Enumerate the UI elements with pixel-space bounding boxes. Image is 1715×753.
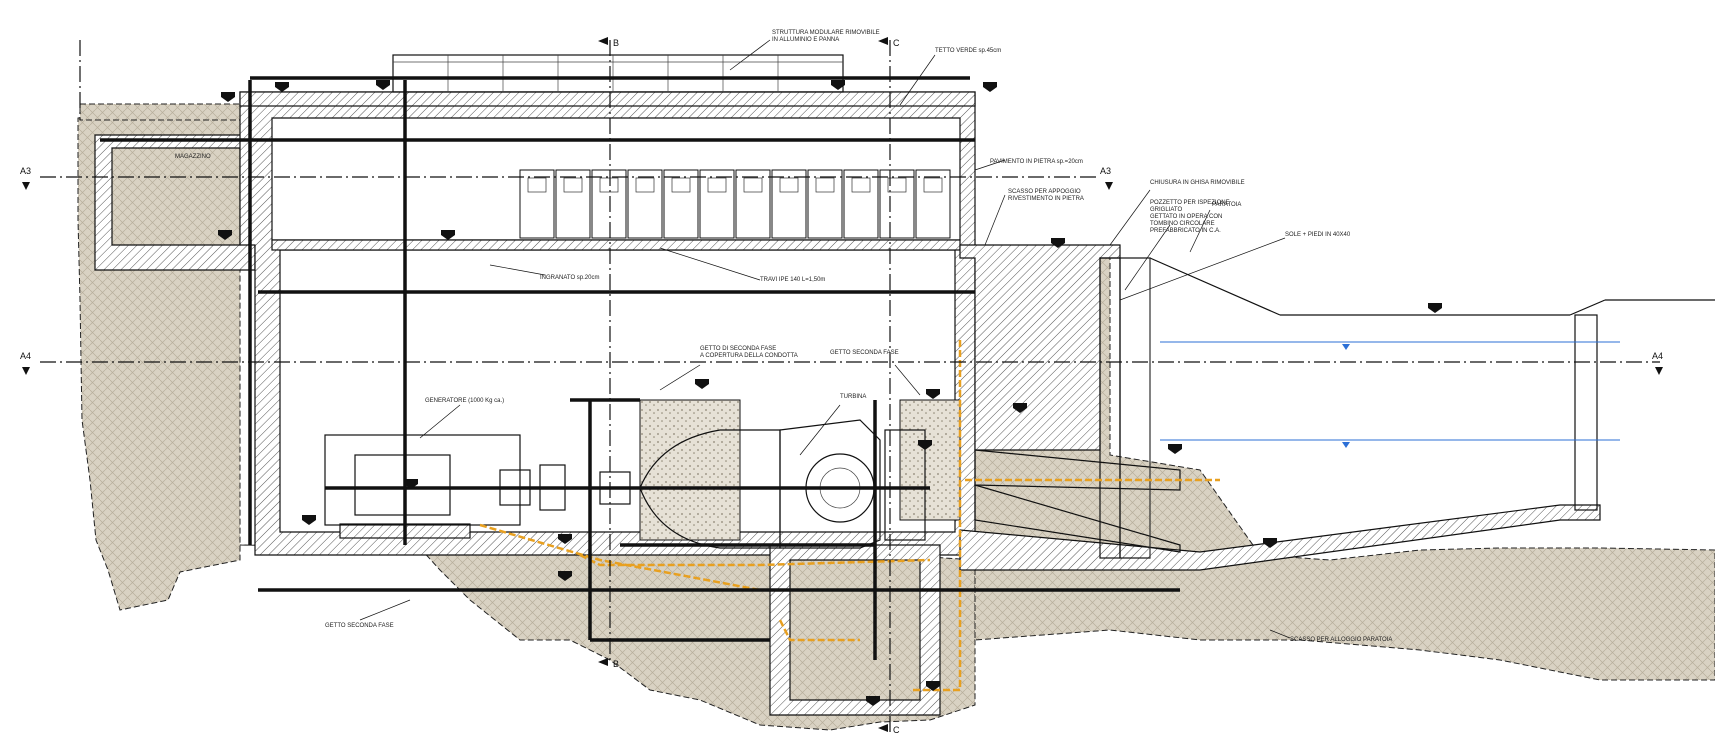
electrical-cabinet — [807, 169, 843, 239]
roof-modular-structure — [392, 54, 844, 93]
note-generatore: GENERATORE (1000 Kg ca.) — [425, 398, 504, 404]
cabinet-panel — [527, 177, 547, 193]
note-magazzino: MAGAZZINO — [175, 154, 211, 160]
cabinet-panel — [851, 177, 871, 193]
elevation-marker-icon — [441, 230, 455, 240]
outflow-top-wall — [959, 244, 1121, 451]
outflow-cone — [974, 257, 1715, 559]
section-label-a4-right: A4 — [1652, 351, 1663, 361]
elevation-marker-icon — [918, 440, 932, 450]
electrical-cabinet — [627, 169, 663, 239]
section-label-a3-right: A3 — [1100, 166, 1111, 176]
water-level-icon — [1342, 442, 1350, 448]
note-scasso-appoggio: SCASSO PER APPOGGIO — [1008, 189, 1081, 195]
note-tetto: TETTO VERDE sp.45cm — [935, 48, 1001, 54]
elevation-marker-icon — [1051, 238, 1065, 248]
section-arrow-icon — [22, 37, 1663, 732]
elevation-marker-icon — [376, 80, 390, 90]
note-struttura: STRUTTURA MODULARE RIMOVIBILE — [772, 30, 880, 36]
note-chiusura: CHIUSURA IN GHISA RIMOVIBILE — [1150, 180, 1245, 186]
electrical-cabinets — [519, 169, 951, 239]
elevation-marker-icon — [926, 681, 940, 691]
note-pozzetto-2: GRIGLIATO — [1150, 207, 1182, 213]
elevation-marker-icon — [302, 515, 316, 525]
note-pozzetto-5: PREFABBRICATO IN C.A. — [1150, 228, 1221, 234]
note-paratoia: PARATOIA — [1212, 202, 1241, 208]
note-scasso-paratoia: SCASSO PER ALLOGGIO PARATOIA — [1290, 637, 1392, 643]
structural-steel — [100, 76, 1180, 660]
ground-top-left — [79, 103, 241, 121]
turbine-assembly — [324, 419, 930, 549]
second-phase-concrete-right — [899, 399, 961, 521]
electrical-cabinet — [519, 169, 555, 239]
elevation-marker-icon — [558, 571, 572, 581]
elevation-marker-icon — [831, 80, 845, 90]
electrical-cabinet — [555, 169, 591, 239]
cabinet-panel — [563, 177, 583, 193]
section-label-b-top: B — [613, 38, 619, 48]
elevation-marker-icon — [695, 379, 709, 389]
cabinet-panel — [707, 177, 727, 193]
cabinet-panel — [743, 177, 763, 193]
cabinet-panel — [815, 177, 835, 193]
note-sole: SOLE + PIEDI IN 40X40 — [1285, 232, 1351, 238]
note-scasso-appoggio-2: RIVESTIMENTO IN PIETRA — [1008, 196, 1084, 202]
note-getto-1: GETTO DI SECONDA FASE — [700, 346, 776, 352]
section-label-a4-left: A4 — [20, 351, 31, 361]
note-pozzetto-4: TOMBINO CIRCOLARE — [1150, 221, 1215, 227]
electrical-cabinet — [771, 169, 807, 239]
elevation-marker-icon — [1263, 538, 1277, 548]
electrical-cabinet — [735, 169, 771, 239]
electrical-cabinet — [915, 169, 951, 239]
electrical-cabinet — [699, 169, 735, 239]
roof-slab — [239, 91, 976, 107]
floor-slab — [271, 239, 961, 251]
cabinet-panel — [599, 177, 619, 193]
note-pozzetto: POZZETTO PER ISPEZIONE — [1150, 200, 1230, 206]
elevation-marker-icon — [221, 92, 235, 102]
leader-lines — [359, 39, 1291, 639]
elevation-marker-icon — [275, 82, 289, 92]
main-hall-walls — [239, 91, 976, 556]
note-getto-3: GETTO SECONDA FASE — [325, 623, 394, 629]
elevation-marker-icon — [1013, 403, 1027, 413]
elevation-marker-icon — [218, 80, 1442, 706]
elevation-marker-icon — [866, 696, 880, 706]
cabinet-panel — [671, 177, 691, 193]
elevation-marker-icon — [1168, 444, 1182, 454]
note-getto-1b: A COPERTURA DELLA CONDOTTA — [700, 353, 798, 359]
cabinet-panel — [635, 177, 655, 193]
ground-right — [974, 244, 1715, 681]
electrical-cabinet — [879, 169, 915, 239]
electrical-cabinet — [591, 169, 627, 239]
electrical-cabinet — [843, 169, 879, 239]
elevation-marker-icon — [983, 82, 997, 92]
elevation-marker-icon — [558, 534, 572, 544]
section-label-c-bottom: C — [893, 725, 900, 735]
section-label-b-bottom: B — [613, 659, 619, 669]
cabinet-panel — [923, 177, 943, 193]
section-label-a3-left: A3 — [20, 166, 31, 176]
note-getto-2: GETTO SECONDA FASE — [830, 350, 899, 356]
turbine-pit — [769, 544, 941, 716]
note-pozzetto-3: GETTATO IN OPERA CON — [1150, 214, 1222, 220]
note-ingranaggio: INGRANATO sp.20cm — [540, 275, 599, 281]
note-struttura-2: IN ALLUMINIO E PANNA — [772, 37, 839, 43]
note-pavimento: PAVIMENTO IN PIETRA sp.=20cm — [990, 159, 1083, 165]
elevation-marker-icon — [1428, 303, 1442, 313]
elevation-marker-icon — [218, 230, 232, 240]
electrical-cabinet — [663, 169, 699, 239]
elevation-marker-icon — [404, 479, 418, 489]
elevation-marker-icon — [926, 389, 940, 399]
note-travi: TRAVI IPE 140 L=1,50m — [760, 277, 825, 283]
cabinet-panel — [779, 177, 799, 193]
note-turbina: TURBINA — [840, 394, 866, 400]
cabinet-panel — [887, 177, 907, 193]
water-level-icon — [1342, 344, 1350, 350]
section-label-c-top: C — [893, 38, 900, 48]
second-phase-concrete — [639, 399, 741, 541]
